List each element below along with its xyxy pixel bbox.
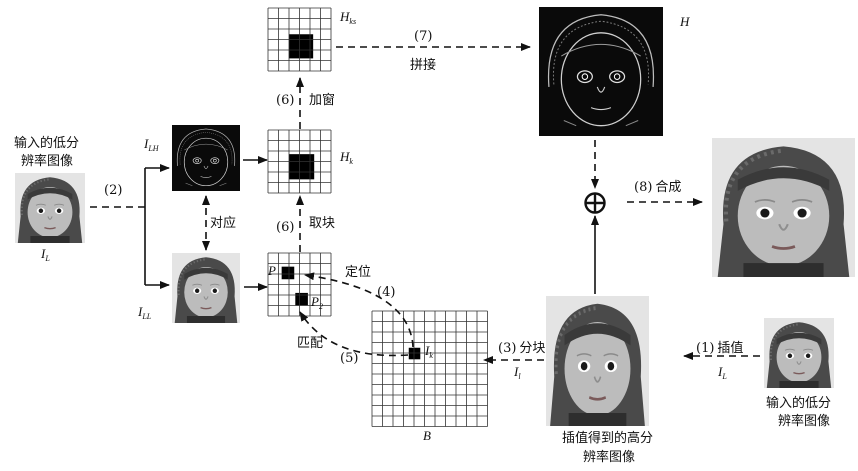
step1-symbol: IL xyxy=(717,364,727,381)
step3-symbol: Il xyxy=(513,364,521,381)
result-image xyxy=(712,138,855,277)
grid-block xyxy=(281,266,295,280)
grid-p xyxy=(267,252,332,317)
step5-text: 匹配 xyxy=(297,336,323,351)
grid-block xyxy=(295,292,308,306)
grid-hk-symbol: Hk xyxy=(339,149,353,166)
interpolated-caption-1: 插值得到的高分 xyxy=(562,430,653,446)
grid-b xyxy=(371,310,488,427)
step4-num: (4) xyxy=(377,285,395,300)
input-left-symbol: IL xyxy=(40,246,50,263)
input-left-caption-2: 辨率图像 xyxy=(21,153,73,169)
step6a-num: (6) xyxy=(276,220,294,235)
step1-label: (1)插值 xyxy=(696,340,743,356)
step4-curve xyxy=(304,272,414,348)
grid-p-symbol: P xyxy=(267,263,276,278)
grid-b-symbol: B xyxy=(423,428,431,443)
input-image-right xyxy=(762,316,836,390)
step8-label: (8)合成 xyxy=(634,180,681,195)
grid-p2-symbol: P2 xyxy=(310,294,323,311)
feature-image-lh xyxy=(171,124,241,192)
step6b-text: 加窗 xyxy=(309,92,335,108)
correspond-label: 对应 xyxy=(210,215,236,231)
input-image-left xyxy=(13,171,87,245)
step7-num: (7) xyxy=(414,29,432,44)
input-right-caption-2: 辨率图像 xyxy=(778,413,830,429)
grid-background xyxy=(372,311,488,427)
edge-image-h xyxy=(538,6,664,137)
interpolated-image xyxy=(544,294,651,428)
interpolated-caption-2: 辨率图像 xyxy=(583,449,635,465)
grid-hks-symbol: Hks xyxy=(339,9,356,26)
step6a-text: 取块 xyxy=(309,216,335,231)
grid-block xyxy=(408,347,421,360)
result-symbol: H xyxy=(679,14,690,29)
step2-label: (2) xyxy=(104,183,122,198)
grid-block xyxy=(289,154,315,180)
input-right-caption-1: 输入的低分 xyxy=(766,395,831,411)
input-left-caption-1: 输入的低分 xyxy=(14,135,79,151)
combine-operator xyxy=(584,192,606,214)
step7-text: 拼接 xyxy=(410,57,436,73)
step5-num: (5) xyxy=(340,351,358,366)
step4-text: 定位 xyxy=(345,265,371,280)
feature-ll-symbol: ILL xyxy=(137,304,152,321)
grid-block xyxy=(289,34,314,59)
grid-hk xyxy=(267,129,332,194)
grid-ik-symbol: Ik xyxy=(424,343,433,360)
step3-label: (3)分块 xyxy=(498,341,545,356)
step5-curve xyxy=(299,311,409,357)
step6b-num: (6) xyxy=(276,93,294,108)
grid-hks xyxy=(267,7,332,72)
feature-image-ll xyxy=(170,251,242,325)
feature-lh-symbol: ILH xyxy=(143,136,160,153)
